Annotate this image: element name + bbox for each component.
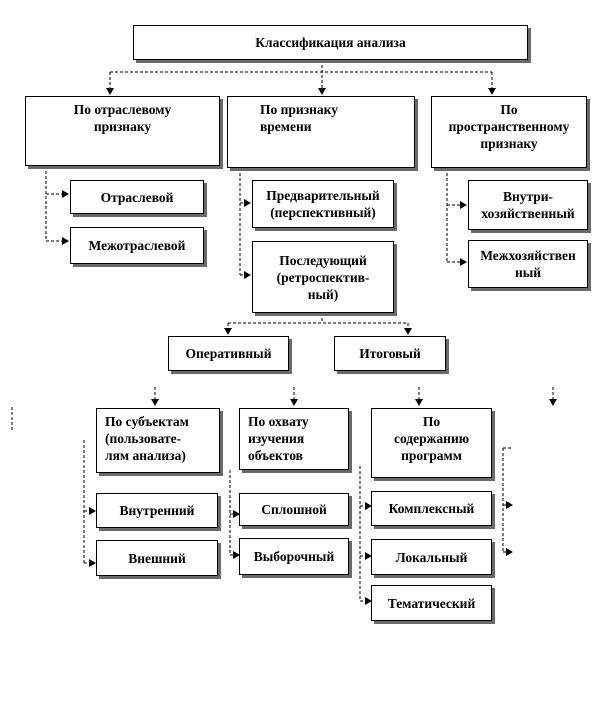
time-item-box: Последующий (ретроспектив- ный) <box>252 241 394 313</box>
time-item-label: Последующий (ретроспектив- ный) <box>276 252 370 302</box>
branch-item-label: Отраслевой <box>100 189 174 205</box>
content-item-label: Тематический <box>387 595 476 611</box>
final-label: Итоговый <box>359 346 421 361</box>
subjects-criterion-label: По субъектам (пользовате- лям анализа) <box>105 414 189 463</box>
space-criterion-label: По пространственному признаку <box>448 102 570 151</box>
subjects-item-label: Внутренний <box>119 503 195 518</box>
subjects-item-box: Внешний <box>96 540 218 576</box>
space-criterion-box: По пространственному признаку <box>431 96 587 168</box>
content-criterion-box: По содержанию программ <box>371 408 492 478</box>
branch-item-box: Межотраслевой <box>70 227 204 264</box>
root-label: Классификация анализа <box>255 35 406 50</box>
content-item-box: Тематический <box>371 585 492 621</box>
subjects-criterion-box: По субъектам (пользовате- лям анализа) <box>96 408 220 473</box>
content-item-label: Локальный <box>395 549 468 565</box>
coverage-criterion-box: По охвату изучения объектов <box>239 408 349 470</box>
branch-criterion-box: По отраслевому признаку <box>25 96 220 166</box>
subjects-item-box: Внутренний <box>96 493 218 528</box>
content-criterion-label: По содержанию программ <box>393 414 470 463</box>
content-item-box: Комплексный <box>371 491 492 526</box>
time-criterion-label: По признаку времени <box>260 102 338 134</box>
operative-label: Оперативный <box>185 346 272 361</box>
time-item-box: Предварительный (перспективный) <box>252 180 394 228</box>
subjects-item-label: Внешний <box>128 550 186 566</box>
operative-box: Оперативный <box>168 336 289 371</box>
time-criterion-box: По признаку времени <box>227 96 415 168</box>
content-item-label: Комплексный <box>388 501 475 516</box>
space-item-box: Внутри- хозяйственный <box>468 180 588 230</box>
coverage-criterion-label: По охвату изучения объектов <box>248 414 309 463</box>
space-item-label: Межхозяйствен ный <box>480 248 576 280</box>
content-item-box: Локальный <box>371 539 492 575</box>
space-item-box: Межхозяйствен ный <box>468 240 588 288</box>
root-box: Классификация анализа <box>133 25 528 60</box>
coverage-item-label: Сплошной <box>261 502 327 517</box>
final-box: Итоговый <box>334 336 446 371</box>
coverage-item-box: Выборочный <box>239 538 349 575</box>
branch-item-label: Межотраслевой <box>88 238 186 253</box>
time-item-label: Предварительный (перспективный) <box>266 188 380 220</box>
space-item-label: Внутри- хозяйственный <box>481 189 575 221</box>
branch-criterion-label: По отраслевому признаку <box>73 102 172 134</box>
coverage-item-label: Выборочный <box>253 549 335 564</box>
branch-item-box: Отраслевой <box>70 180 204 214</box>
coverage-item-box: Сплошной <box>239 493 349 526</box>
